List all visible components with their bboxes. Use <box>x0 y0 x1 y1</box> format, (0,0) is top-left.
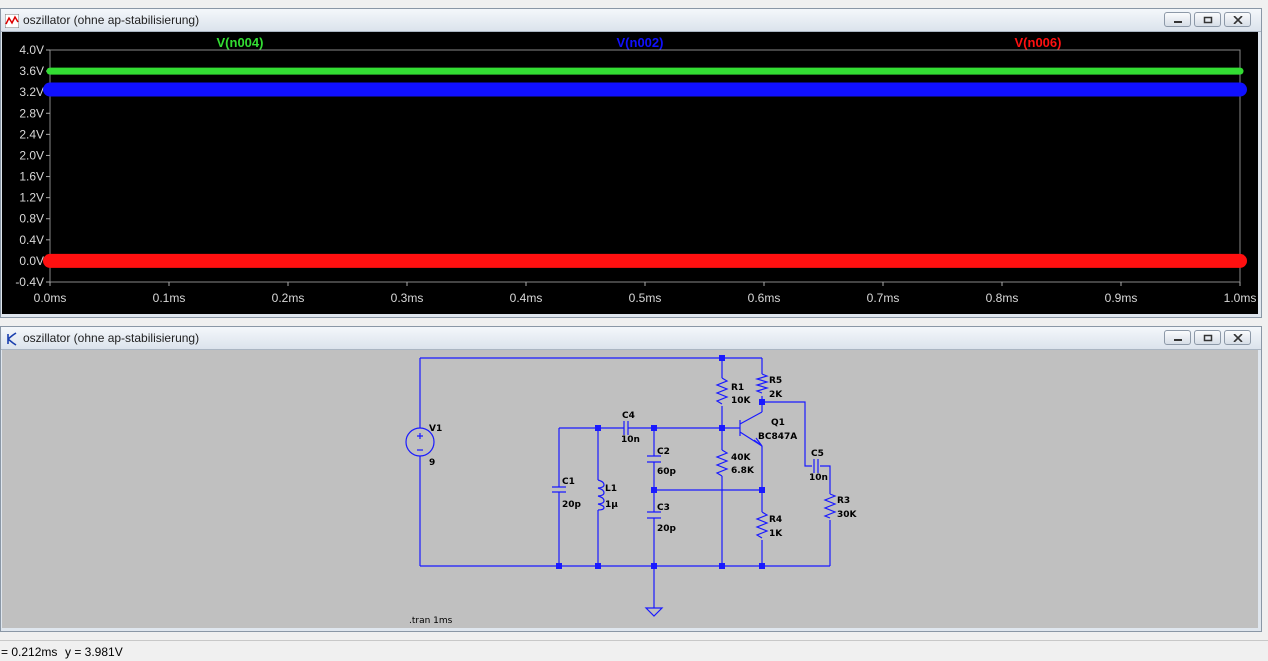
schematic-restore-button[interactable] <box>1194 330 1221 345</box>
x-tick-label: 0.4ms <box>510 291 543 305</box>
c5-value: 10n <box>809 473 828 483</box>
v1-label: V1 <box>429 424 442 434</box>
r3-value: 30K <box>837 510 858 520</box>
x-tick-label: 0.8ms <box>986 291 1019 305</box>
c2-value: 60p <box>657 467 677 477</box>
x-tick-label: 0.2ms <box>272 291 305 305</box>
l1-label: L1 <box>605 484 617 494</box>
y-tick-label: 1.2V <box>19 191 44 205</box>
r2-value-2: 6.8K <box>731 466 755 476</box>
x-readout: = 0.212ms <box>1 645 58 659</box>
c4-value: 10n <box>621 435 640 445</box>
c4-label: C4 <box>622 411 635 421</box>
r2-value-1: 40K <box>731 453 752 463</box>
x-tick-label: 0.6ms <box>748 291 781 305</box>
y-readout: y = 3.981V <box>65 645 123 659</box>
transistor-icon <box>5 331 19 346</box>
x-tick-label: 0.9ms <box>1105 291 1138 305</box>
trace-label: V(n004) <box>217 35 264 50</box>
y-tick-label: 2.4V <box>19 127 44 141</box>
y-tick-label: 3.2V <box>19 85 44 99</box>
y-tick-label: 1.6V <box>19 170 44 184</box>
schematic-canvas[interactable]: V1 9 C1 20p L1 1µ C4 10n C2 60p C3 20p R… <box>2 350 1258 628</box>
c1-label: C1 <box>562 477 575 487</box>
plot-window-title: oszillator (ohne ap-stabilisierung) <box>23 13 200 27</box>
restore-button[interactable] <box>1194 12 1221 27</box>
r5-value: 2K <box>769 390 783 400</box>
c3-label: C3 <box>657 503 670 513</box>
x-tick-label: 0.1ms <box>153 291 186 305</box>
trace-label: V(n006) <box>1015 35 1062 50</box>
l1-value: 1µ <box>605 500 618 510</box>
waveform-chart: 4.0V 3.6V 3.2V 2.8V 2.4V 2.0V 1.6V 1.2V 0.8V 0.4V… <box>15 35 1257 305</box>
y-tick-label: 2.8V <box>19 106 44 120</box>
plot-titlebar[interactable]: oszillator (ohne ap-stabilisierung) <box>1 9 1261 32</box>
c3-value: 20p <box>657 524 677 534</box>
y-tick-label: 0.4V <box>19 233 44 247</box>
r3-label: R3 <box>837 496 850 506</box>
q1-value: BC847A <box>758 432 797 442</box>
x-tick-label: 0.5ms <box>629 291 662 305</box>
x-tick-label: 0.3ms <box>391 291 424 305</box>
minimize-button[interactable] <box>1164 12 1191 27</box>
r4-label: R4 <box>769 515 782 525</box>
y-tick-label: -0.4V <box>15 275 44 289</box>
c5-label: C5 <box>811 449 824 459</box>
y-tick-label: 0.0V <box>19 254 44 268</box>
x-tick-label: 0.7ms <box>867 291 900 305</box>
q1-label: Q1 <box>771 418 785 428</box>
r5-label: R5 <box>769 376 782 386</box>
close-button[interactable] <box>1224 12 1251 27</box>
r4-value: 1K <box>769 529 783 539</box>
waveform-icon <box>4 13 20 29</box>
y-tick-label: 0.8V <box>19 212 44 226</box>
schematic-window-title: oszillator (ohne ap-stabilisierung) <box>23 331 200 345</box>
v1-value: 9 <box>429 458 435 468</box>
x-tick-label: 0.0ms <box>34 291 67 305</box>
status-bar: = 0.212ms y = 3.981V <box>0 640 1268 661</box>
c2-label: C2 <box>657 447 670 457</box>
schematic-minimize-button[interactable] <box>1164 330 1191 345</box>
trace-label: V(n002) <box>617 35 664 50</box>
x-tick-label: 1.0ms <box>1224 291 1257 305</box>
y-tick-label: 2.0V <box>19 148 44 162</box>
schematic-close-button[interactable] <box>1224 330 1251 345</box>
r1-label: R1 <box>731 383 744 393</box>
waveform-plot[interactable]: 4.0V 3.6V 3.2V 2.8V 2.4V 2.0V 1.6V 1.2V 0.8V 0.4V… <box>2 32 1258 314</box>
circuit-diagram: V1 9 C1 20p L1 1µ C4 10n C2 60p C3 20p R… <box>405 355 858 626</box>
spice-directive[interactable]: .tran 1ms <box>409 616 453 626</box>
r1-value: 10K <box>731 396 752 406</box>
y-tick-label: 3.6V <box>19 64 44 78</box>
y-tick-label: 4.0V <box>19 43 44 57</box>
c1-value: 20p <box>562 500 582 510</box>
schematic-titlebar[interactable]: oszillator (ohne ap-stabilisierung) <box>1 327 1261 350</box>
